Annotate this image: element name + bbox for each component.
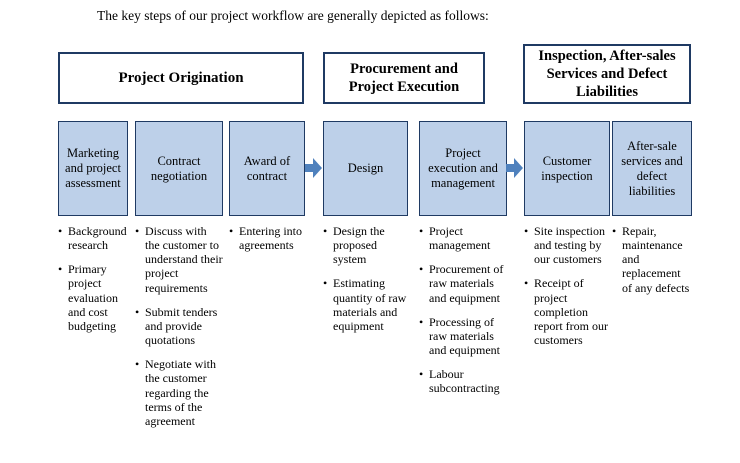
header-procurement-execution: Procurement and Project Execution	[323, 52, 485, 104]
bullet-list: Project management Procurement of raw ma…	[419, 224, 507, 396]
column-project-execution: Project execution and management Project…	[419, 121, 507, 406]
header-project-origination: Project Origination	[58, 52, 304, 104]
flow-arrow-icon	[506, 157, 524, 179]
bullet-item: Receipt of project completion report fro…	[524, 276, 610, 347]
column-award-of-contract: Award of contract Entering into agreemen…	[229, 121, 305, 262]
bullet-list: Entering into agreements	[229, 224, 305, 252]
column-contract-negotiation: Contract negotiation Discuss with the cu…	[135, 121, 223, 438]
bullet-item: Procurement of raw materials and equipme…	[419, 262, 507, 304]
column-marketing: Marketing and project assessment Backgro…	[58, 121, 128, 343]
stage-box-after-sale-services: After-sale services and defect liabiliti…	[612, 121, 692, 216]
column-design: Design Design the proposed system Estima…	[323, 121, 408, 343]
stage-box-customer-inspection: Customer inspection	[524, 121, 610, 216]
bullet-item: Processing of raw materials and equipmen…	[419, 315, 507, 357]
stage-box-award-of-contract: Award of contract	[229, 121, 305, 216]
header-inspection-aftersales: Inspection, After-sales Services and Def…	[523, 44, 691, 104]
bullet-item: Negotiate with the customer regarding th…	[135, 357, 223, 428]
flow-arrow-icon	[305, 157, 323, 179]
bullet-item: Design the proposed system	[323, 224, 408, 266]
column-after-sale-services: After-sale services and defect liabiliti…	[612, 121, 692, 305]
bullet-item: Discuss with the customer to understand …	[135, 224, 223, 295]
bullet-item: Background research	[58, 224, 128, 252]
bullet-list: Repair, maintenance and replacement of a…	[612, 224, 692, 295]
bullet-list: Site inspection and testing by our custo…	[524, 224, 610, 347]
column-customer-inspection: Customer inspection Site inspection and …	[524, 121, 610, 357]
bullet-item: Submit tenders and provide quotations	[135, 305, 223, 347]
bullet-item: Project management	[419, 224, 507, 252]
stage-box-marketing: Marketing and project assessment	[58, 121, 128, 216]
bullet-item: Repair, maintenance and replacement of a…	[612, 224, 692, 295]
bullet-item: Estimating quantity of raw materials and…	[323, 276, 408, 333]
diagram-title: The key steps of our project workflow ar…	[97, 8, 489, 23]
stage-box-project-execution: Project execution and management	[419, 121, 507, 216]
stage-box-contract-negotiation: Contract negotiation	[135, 121, 223, 216]
stage-box-design: Design	[323, 121, 408, 216]
bullet-list: Design the proposed system Estimating qu…	[323, 224, 408, 333]
bullet-item: Primary project evaluation and cost budg…	[58, 262, 128, 333]
bullet-item: Site inspection and testing by our custo…	[524, 224, 610, 266]
bullet-item: Entering into agreements	[229, 224, 305, 252]
bullet-item: Labour subcontracting	[419, 367, 507, 395]
bullet-list: Discuss with the customer to understand …	[135, 224, 223, 428]
bullet-list: Background research Primary project eval…	[58, 224, 128, 333]
